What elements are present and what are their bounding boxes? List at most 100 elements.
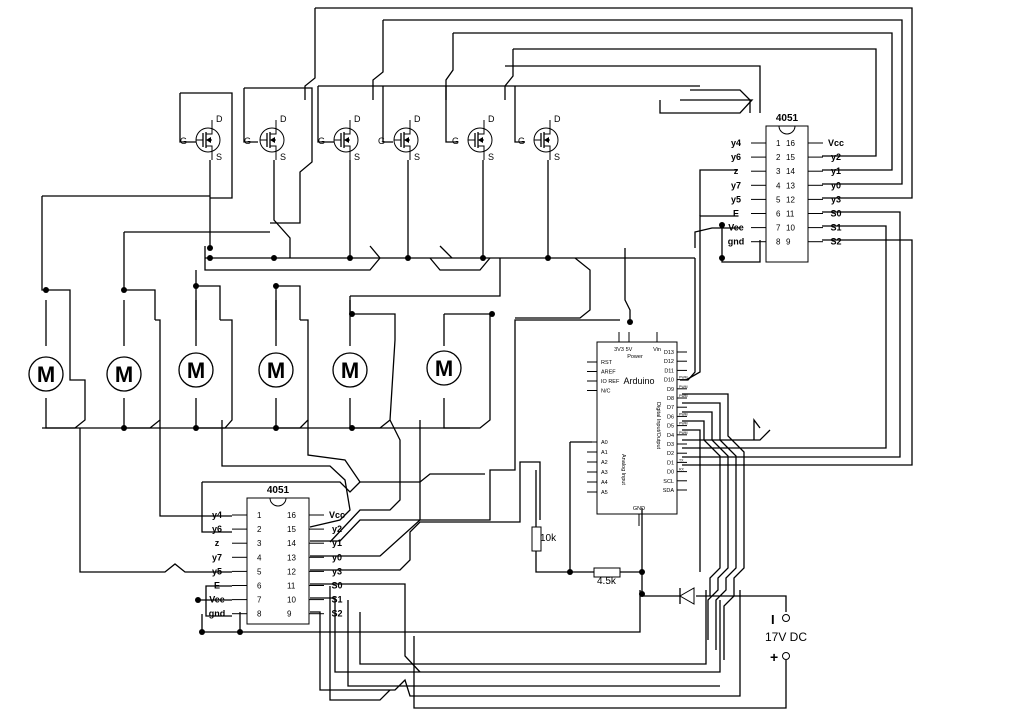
arduino-pin-mark: TX [679,458,684,462]
arduino-digital-pin: D2 [667,451,674,457]
mosfet-2: GDS [244,114,287,162]
junction-dot [567,569,573,575]
arduino-pin-mark: PWM [679,431,688,435]
mux-bottom-pin-14-num: 14 [287,539,296,548]
mux-top-title: 4051 [776,113,799,124]
arduino-digital-pin: D6 [667,414,674,420]
arduino-digital-pin: D3 [667,442,674,448]
arduino-body [596,341,678,515]
junction-dot [719,222,725,228]
motor-4: M [258,352,294,388]
mux-bottom-body [246,497,310,625]
diode [678,587,695,605]
mux-bottom-pin-14-name: y1 [332,538,342,548]
motor-label: M [435,356,453,381]
motor-label: M [37,362,55,387]
mosfet-source-label: S [488,152,494,162]
mosfet-5: GDS [452,114,495,162]
mux-bottom-pin-6-num: 6 [257,582,262,591]
arduino-left-pin: N/C [601,389,611,395]
arduino-analog-pin: A0 [601,440,608,446]
arduino-signal-wires [535,169,913,660]
motor-6: M [426,350,462,386]
power-minus-mark: I [771,612,775,627]
mux-top-pin-7-num: 7 [776,224,781,233]
mux-top-pin-16-num: 16 [786,139,795,148]
mux-top-pin-1-name: y4 [731,138,741,148]
arduino-digital-pin: D13 [664,350,674,356]
mux-top-pin-5-num: 5 [776,195,781,204]
resistor-4-5k: 4.5k [593,567,621,587]
resistor-10k-label: 10k [540,533,557,544]
mux-bottom-pin-16-name: Vcc [329,510,345,520]
power-label: 17V DC [765,630,807,644]
mux-bottom-pin-1-name: y4 [212,510,222,520]
mosfet-source-label: S [554,152,560,162]
arduino-power-label: Power [627,354,643,360]
arduino-digital-pin: D11 [664,368,674,374]
mosfet-gate-label: G [180,136,187,146]
junction-dot [349,311,355,317]
mosfet-drain-label: D [216,114,223,124]
arduino-digital-pin: D0 [667,470,674,476]
mosfet-source-label: S [414,152,420,162]
arduino-digital-label: Digital Input/Output [655,402,661,450]
mosfet-source-label: S [280,152,286,162]
motor-1: M [28,356,64,392]
mosfet-source-label: S [216,152,222,162]
mosfet-4: G D S [378,114,421,162]
motor-2: M [106,356,142,392]
mosfet-gate-label: G [452,136,459,146]
junction-dot [405,255,411,261]
junction-dot [121,287,127,293]
mux-bottom-pin-5-num: 5 [257,567,262,576]
mux-bottom-pin-11-num: 11 [287,582,296,591]
mux-bottom-pin-7-num: 7 [257,596,262,605]
mux-top-pin-4-num: 4 [776,181,781,190]
mux-bottom-pin-3-num: 3 [257,539,262,548]
mosfet-gate-label: G [378,136,385,146]
junction-dot [199,629,205,635]
arduino-pin-mark: PWM [679,412,688,416]
junction-dot [195,597,201,603]
junction-dot [273,283,279,289]
mux-top-pin-16-name: Vcc [828,138,844,148]
mux-bottom-pin-13-num: 13 [287,553,296,562]
junction-dot [489,311,495,317]
mosfet-gate-label: G [318,136,325,146]
mux-top-pin-1-num: 1 [776,139,781,148]
junction-dot [273,425,279,431]
arduino-pin-mark: RX [679,468,685,472]
arduino-digital-pin: D12 [664,359,674,365]
mux-bottom-pin-12-name: y3 [332,566,342,576]
mux-bottom-pin-10-num: 10 [287,596,296,605]
mux-bottom-pin-8-num: 8 [257,610,262,619]
arduino-analog-pin: A2 [601,460,608,466]
arduino-digital-pin: SDA [663,488,675,494]
mux-top-pin-12-num: 12 [786,195,795,204]
mux-bottom-pin-2-num: 2 [257,525,262,534]
mux-top-pin-8-name: gnd [728,237,745,247]
junction-dot [193,283,199,289]
mux-bottom-pin-16-num: 16 [287,511,296,520]
junction-dot [121,425,127,431]
arduino-left-pin: IO REF [601,379,620,385]
mux-bottom-pin-12-num: 12 [287,567,296,576]
power-supply: I 17V DC + [765,612,807,665]
arduino-digital-pin: D1 [667,460,674,466]
mux-bottom-pin-8-name: gnd [209,609,226,619]
arduino-analog-pin: A5 [601,490,608,496]
arduino-digital-pin: D5 [667,424,674,430]
arduino-top-pin: 5V [626,347,633,353]
mux-top-pin-10-name: S1 [830,223,841,233]
mosfet-drain-label: D [414,114,421,124]
mux-top-pin-9-name: S2 [830,237,841,247]
motor-label: M [341,358,359,383]
arduino-left-pin: AREF [601,370,616,376]
arduino-analog-label: Analog Input [620,454,626,485]
junction-dot [207,255,213,261]
arduino-analog-pin: A4 [601,480,608,486]
junction-dot [639,591,645,597]
mux-bottom-pin-15-num: 15 [287,525,296,534]
